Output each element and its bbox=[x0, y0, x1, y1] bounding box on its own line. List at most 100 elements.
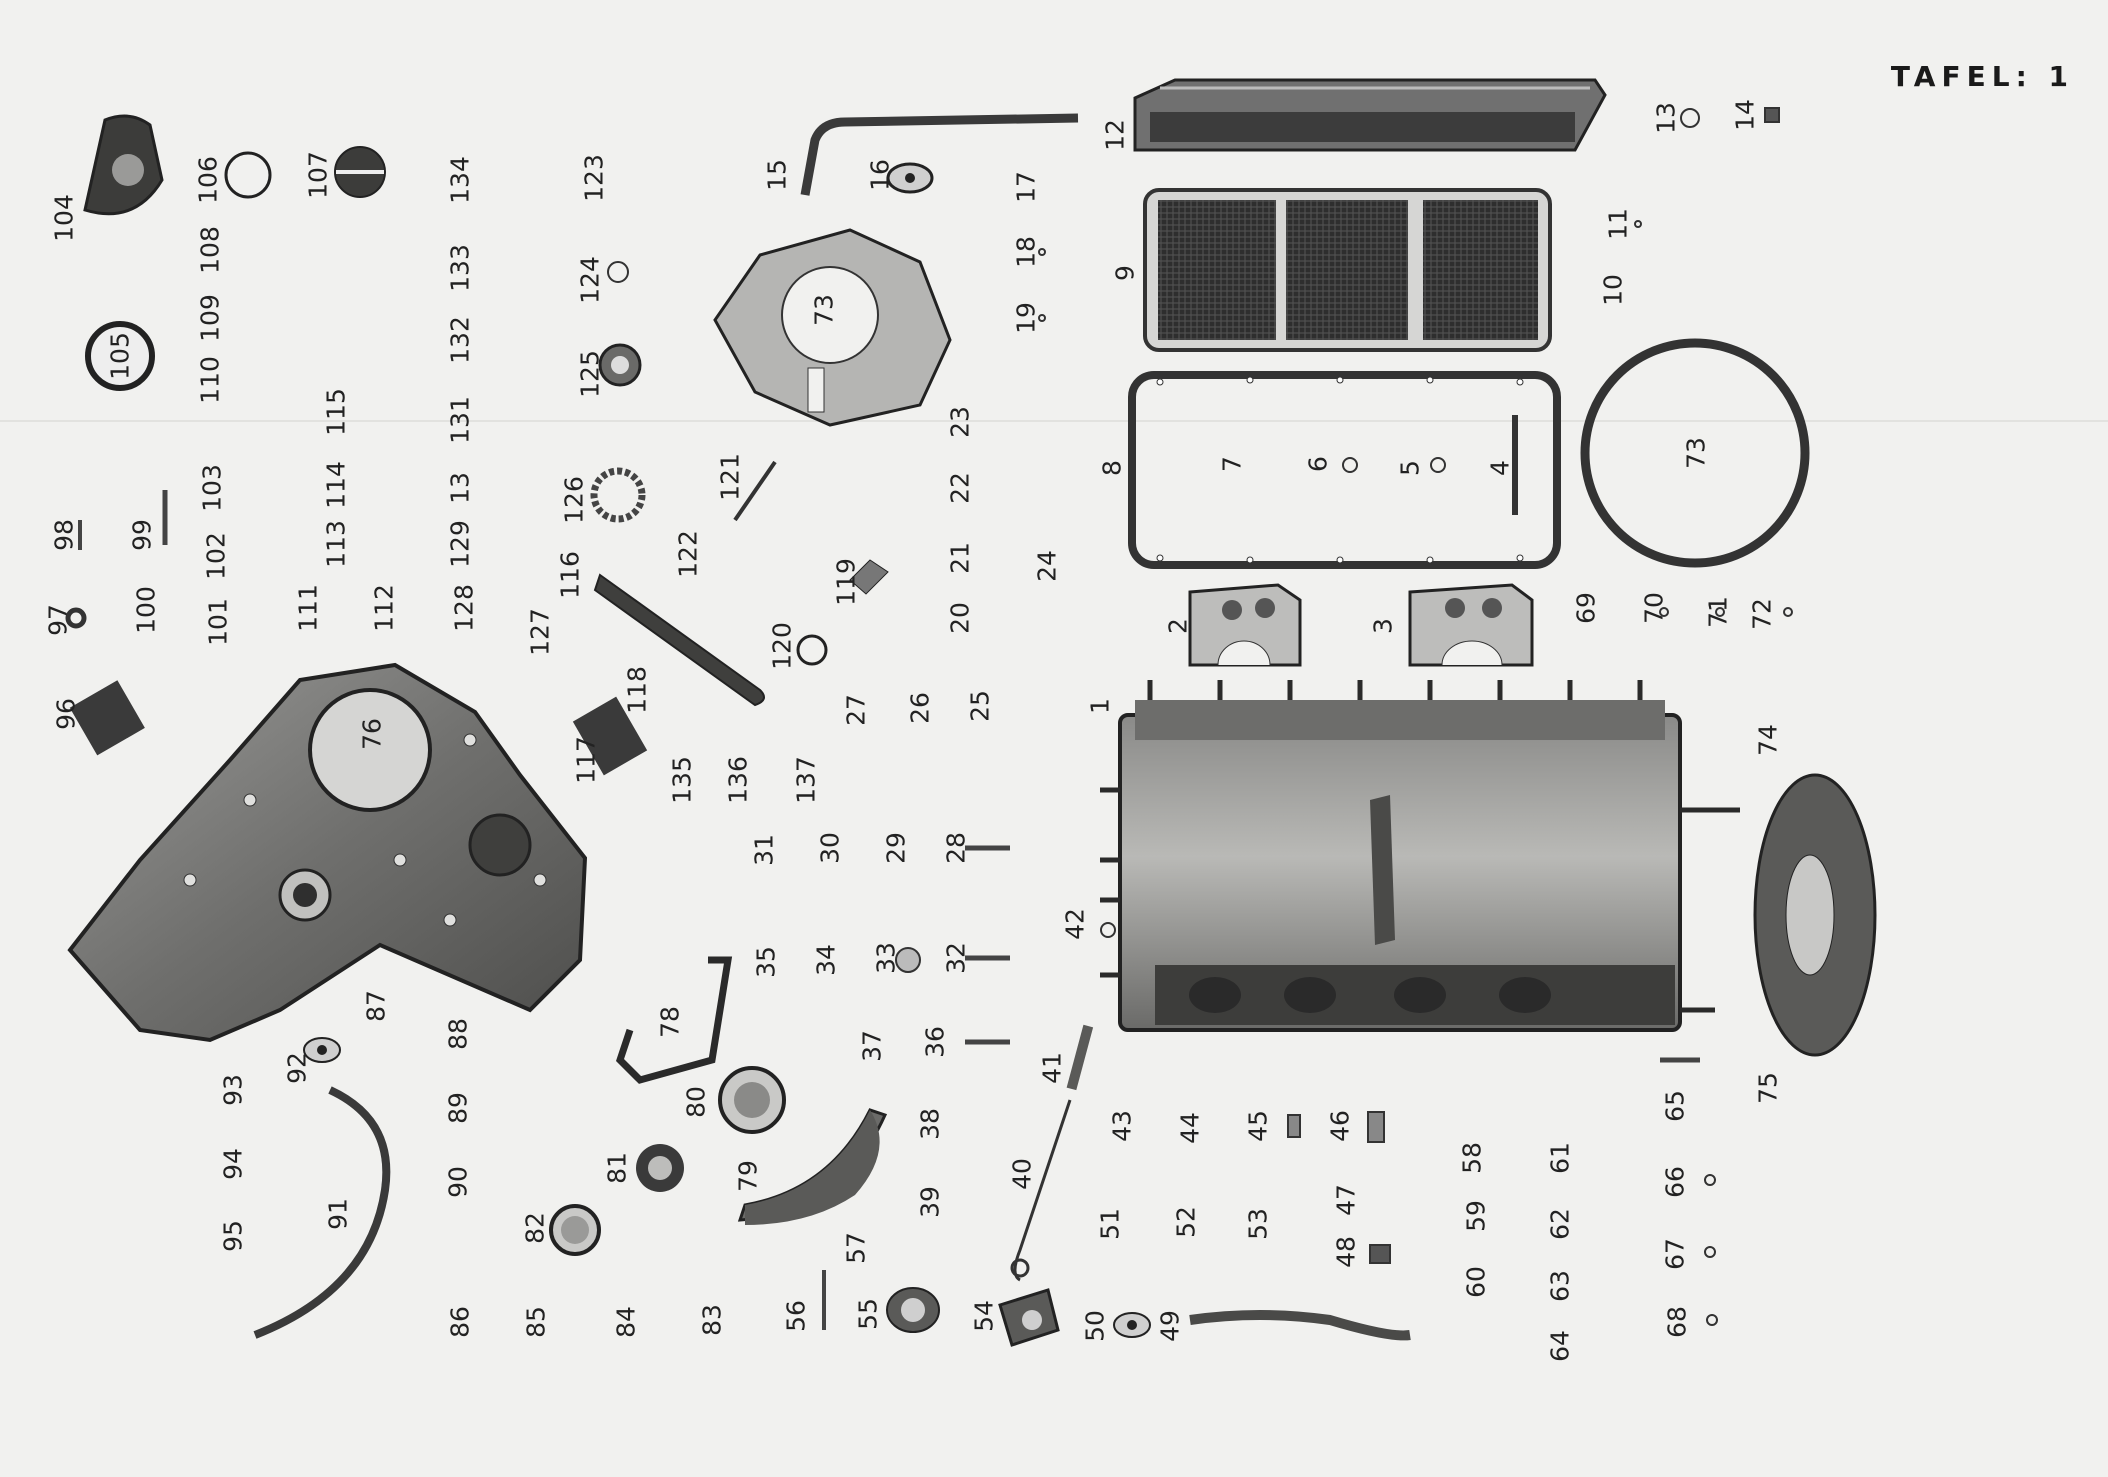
part-callout-64: 64 bbox=[1545, 1330, 1575, 1362]
part-callout-101: 101 bbox=[203, 598, 233, 646]
part-callout-75: 75 bbox=[1753, 1072, 1783, 1104]
part-callout-72: 72 bbox=[1747, 598, 1777, 630]
part-callout-51: 51 bbox=[1095, 1208, 1125, 1240]
bracket-78 bbox=[615, 956, 733, 1084]
oil-pan bbox=[1133, 78, 1607, 152]
pipe-49 bbox=[1189, 1310, 1411, 1341]
part-callout-59: 59 bbox=[1461, 1200, 1491, 1232]
part-callout-22: 22 bbox=[945, 472, 975, 504]
part-callout-97: 97 bbox=[43, 604, 73, 636]
gear-126 bbox=[590, 467, 646, 523]
part-callout-69: 69 bbox=[1571, 592, 1601, 624]
part-callout-73: 73 bbox=[1681, 437, 1711, 469]
part-callout-25: 25 bbox=[965, 690, 995, 722]
part-callout-11: 11 bbox=[1603, 208, 1633, 240]
half-cover-79-body bbox=[745, 1110, 880, 1225]
part-callout-112: 112 bbox=[369, 584, 399, 632]
part-callout-137: 137 bbox=[791, 756, 821, 804]
part-callout-43: 43 bbox=[1107, 1110, 1137, 1142]
part-callout-44: 44 bbox=[1175, 1112, 1205, 1144]
part-callout-61: 61 bbox=[1545, 1142, 1575, 1174]
flywheel-plate-74 bbox=[1753, 773, 1877, 1057]
part-callout-10: 10 bbox=[1598, 274, 1628, 306]
part-callout-19: 19 bbox=[1011, 302, 1041, 334]
part-callout-91: 91 bbox=[323, 1198, 353, 1230]
seal-81 bbox=[636, 1144, 684, 1192]
part-callout-4: 4 bbox=[1485, 460, 1515, 476]
part-callout-37: 37 bbox=[857, 1030, 887, 1062]
part-callout-68: 68 bbox=[1662, 1306, 1692, 1338]
part-callout-118: 118 bbox=[622, 666, 652, 714]
part-callout-89: 89 bbox=[443, 1092, 473, 1124]
part-callout-79: 79 bbox=[733, 1160, 763, 1192]
plate-title: TAFEL: 1 bbox=[1890, 60, 2074, 93]
part-callout-98: 98 bbox=[49, 519, 79, 551]
part-callout-103: 103 bbox=[197, 464, 227, 512]
part-callout-13: 13 bbox=[445, 472, 475, 504]
part-callout-5: 5 bbox=[1395, 460, 1425, 476]
part-callout-88: 88 bbox=[443, 1018, 473, 1050]
part-callout-32: 32 bbox=[941, 942, 971, 974]
oil-pan-gasket bbox=[1128, 371, 1561, 569]
part-callout-33: 33 bbox=[871, 942, 901, 974]
part-callout-15: 15 bbox=[762, 159, 792, 191]
part-callout-65: 65 bbox=[1660, 1090, 1690, 1122]
part-callout-107: 107 bbox=[303, 151, 333, 199]
bearing-125 bbox=[598, 343, 642, 387]
part-callout-42: 42 bbox=[1060, 908, 1090, 940]
part-callout-132: 132 bbox=[445, 316, 475, 364]
part-callout-96: 96 bbox=[51, 698, 81, 730]
oil-suction-pipe bbox=[800, 113, 1079, 196]
flange-gasket bbox=[886, 162, 934, 194]
ring-120 bbox=[796, 634, 828, 666]
paper-fold-line bbox=[0, 420, 2108, 422]
seal-80 bbox=[718, 1066, 786, 1134]
part-callout-83: 83 bbox=[697, 1304, 727, 1336]
part-callout-131: 131 bbox=[445, 396, 475, 444]
bolt-121 bbox=[733, 460, 777, 522]
part-callout-73: 73 bbox=[809, 294, 839, 326]
part-callout-27: 27 bbox=[841, 694, 871, 726]
part-callout-134: 134 bbox=[445, 156, 475, 204]
housing-104 bbox=[83, 114, 164, 216]
part-callout-49: 49 bbox=[1155, 1310, 1185, 1342]
part-callout-3: 3 bbox=[1368, 618, 1398, 634]
dipstick-40 bbox=[1013, 1099, 1072, 1282]
part-callout-113: 113 bbox=[321, 520, 351, 568]
dipstick-tube-41 bbox=[1066, 1024, 1094, 1091]
part-callout-135: 135 bbox=[667, 756, 697, 804]
part-callout-128: 128 bbox=[449, 584, 479, 632]
part-callout-136: 136 bbox=[723, 756, 753, 804]
part-callout-82: 82 bbox=[520, 1212, 550, 1244]
part-callout-28: 28 bbox=[941, 832, 971, 864]
oil-strainer bbox=[1143, 188, 1552, 352]
part-callout-114: 114 bbox=[321, 461, 351, 509]
part-callout-46: 46 bbox=[1325, 1110, 1355, 1142]
bearing-cap-2 bbox=[1188, 583, 1302, 667]
part-callout-35: 35 bbox=[751, 946, 781, 978]
elbow-54 bbox=[998, 1288, 1060, 1347]
gasket-77 bbox=[713, 228, 952, 427]
crankcase bbox=[1100, 680, 1740, 1032]
part-callout-26: 26 bbox=[905, 692, 935, 724]
part-callout-115: 115 bbox=[321, 388, 351, 436]
flange-55 bbox=[886, 1287, 940, 1333]
part-callout-123: 123 bbox=[579, 154, 609, 202]
part-callout-39: 39 bbox=[915, 1186, 945, 1218]
part-callout-9: 9 bbox=[1110, 265, 1140, 281]
dipstick-ring bbox=[1010, 1258, 1030, 1278]
part-callout-99: 99 bbox=[127, 519, 157, 551]
part-callout-95: 95 bbox=[218, 1220, 248, 1252]
part-callout-129: 129 bbox=[445, 520, 475, 568]
part-callout-62: 62 bbox=[1545, 1208, 1575, 1240]
part-callout-125: 125 bbox=[575, 350, 605, 398]
part-callout-93: 93 bbox=[218, 1074, 248, 1106]
small-hardware bbox=[65, 107, 1793, 1326]
plug-107 bbox=[334, 146, 386, 198]
part-callout-12: 12 bbox=[1100, 119, 1130, 151]
part-callout-13: 13 bbox=[1651, 102, 1681, 134]
part-callout-133: 133 bbox=[445, 244, 475, 292]
part-callout-47: 47 bbox=[1331, 1184, 1361, 1216]
